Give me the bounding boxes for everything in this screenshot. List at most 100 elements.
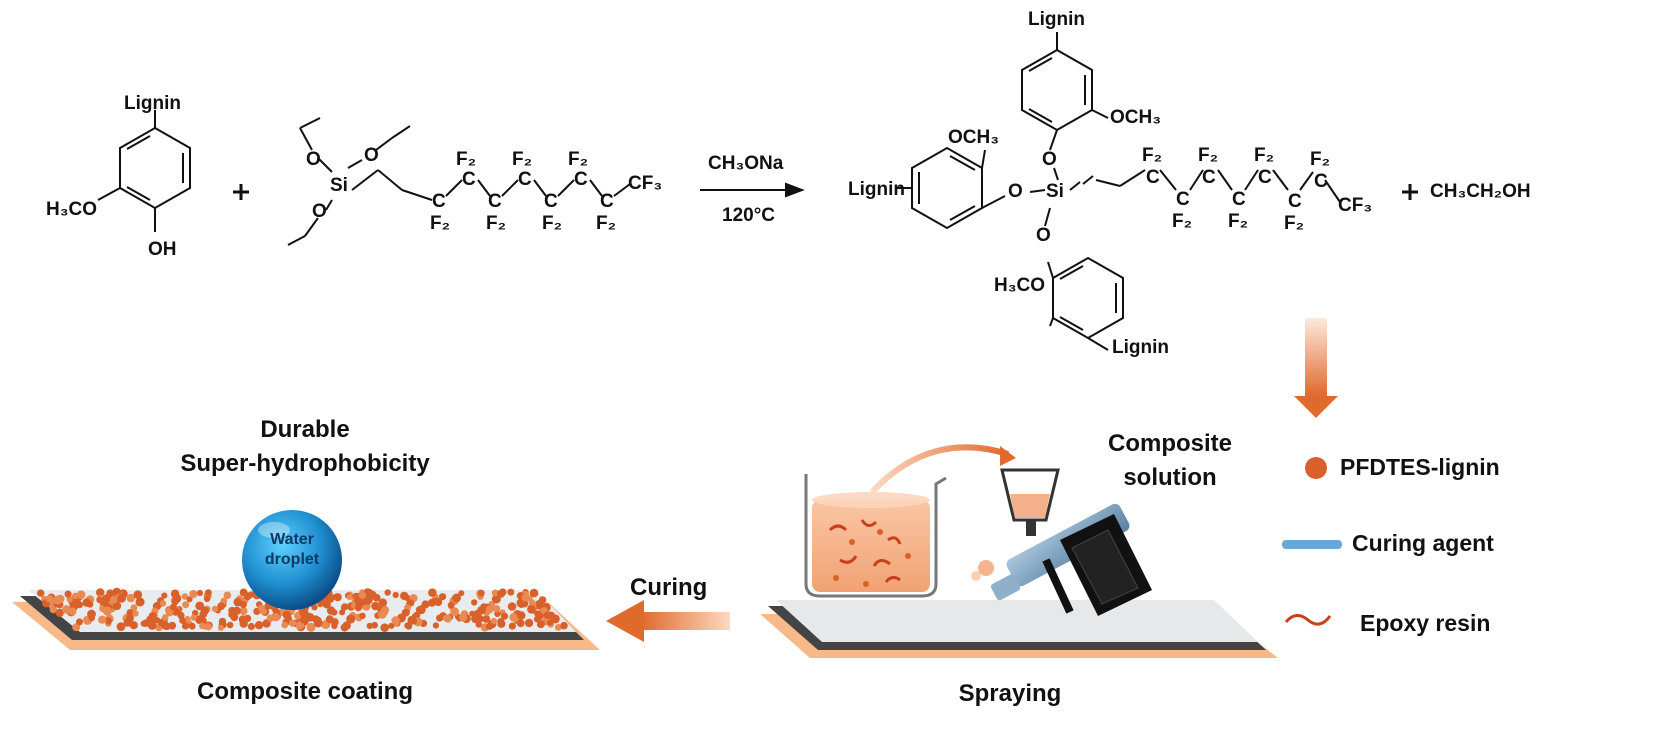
plus-sign-1 [233, 184, 249, 200]
silane-c-3: C [574, 169, 588, 190]
coating-particle [560, 621, 568, 630]
coating-particle [82, 598, 92, 607]
silane-f2-bot-3: F₂ [542, 213, 563, 234]
legend-icons [1282, 457, 1342, 626]
coating-particle [186, 596, 193, 603]
epoxy-resin-icon [1284, 614, 1332, 626]
coating-particle [536, 620, 545, 629]
coating-particle [521, 593, 530, 602]
curing-label: Curing [630, 574, 708, 601]
coating-particle [226, 621, 234, 629]
coating-particle [491, 589, 499, 597]
coating-particle [428, 588, 437, 597]
coating-particle [205, 589, 212, 597]
product-f2-top-3: F₂ [1254, 145, 1275, 166]
coating-particle [547, 619, 553, 626]
coating-particle [354, 603, 363, 612]
silane-f2-top-2: F₂ [512, 149, 533, 170]
spraying-plate [760, 600, 1278, 658]
coating-particle [473, 609, 482, 618]
beaker [804, 474, 947, 598]
product-c-2: C [1202, 167, 1216, 188]
coating-particle [45, 595, 54, 603]
product-lignin-bottom: Lignin [1112, 337, 1169, 358]
coating-particle [217, 602, 226, 611]
coating-particle [135, 597, 145, 607]
coating-particle [326, 606, 336, 615]
product-c-1: C [1146, 167, 1160, 188]
product-f2-top-2: F₂ [1198, 145, 1219, 166]
coating-particle [154, 617, 161, 624]
product-f2-bot-2: F₂ [1228, 211, 1249, 232]
silane-c-7: C [600, 191, 614, 212]
coating-particle [169, 603, 177, 611]
coating-particle [104, 617, 112, 625]
coating-particle [490, 617, 497, 625]
coating-particle [288, 619, 297, 627]
silane-c-2: C [518, 169, 532, 190]
coating-particle [254, 621, 264, 630]
coating-particle [55, 608, 64, 617]
coating-particle [400, 591, 409, 601]
coating-particle [203, 595, 211, 603]
spray-gun [971, 468, 1152, 616]
silane-o-3: O [312, 201, 327, 222]
pfdtes-lignin-icon [1305, 457, 1327, 479]
coating-particle [527, 605, 536, 614]
product-methoxy-top: OCH₃ [1110, 107, 1162, 128]
coating-particle [311, 604, 318, 611]
product-o-left: O [1008, 181, 1023, 202]
silane-f2-bot-4: F₂ [596, 213, 617, 234]
coating-particle [110, 595, 118, 604]
coating-particle [140, 620, 147, 627]
product-structure [895, 32, 1341, 351]
coating-particle [500, 612, 509, 620]
coating-particle [493, 605, 501, 613]
coating-particle [200, 606, 209, 615]
curing-agent-icon [1282, 540, 1342, 549]
coating-particle [68, 607, 77, 616]
coating-particle [358, 591, 367, 599]
coating-particle [129, 621, 138, 630]
coating-particle [223, 591, 232, 600]
reactant-methoxy-label: H₃CO [46, 199, 98, 220]
coating-particle [346, 614, 356, 624]
coating-particle [458, 590, 465, 597]
durable-label-line1: Durable [260, 416, 350, 443]
silane-o-2: O [364, 145, 379, 166]
down-arrow [1294, 318, 1338, 418]
silane-c-6: C [544, 191, 558, 212]
coating-particle [198, 616, 207, 626]
product-c-5: C [1176, 189, 1190, 210]
coating-particle [112, 601, 122, 611]
coating-particle [300, 616, 308, 624]
reaction-arrow [700, 182, 805, 198]
product-f2-bot-3: F₂ [1284, 213, 1305, 234]
coating-particle [76, 618, 83, 626]
coating-particle [189, 590, 198, 599]
coating-particle [182, 601, 190, 609]
coating-particle [247, 622, 255, 631]
coating-particle [459, 613, 468, 622]
coating-particle [96, 588, 105, 597]
coating-particle [517, 599, 526, 609]
coating-particle [436, 614, 444, 622]
coating-particle [161, 621, 170, 630]
silane-f2-bot-2: F₂ [486, 213, 507, 234]
durable-label-line2: Super-hydrophobicity [180, 450, 430, 477]
silane-c-1: C [462, 169, 476, 190]
coating-particle [230, 613, 239, 622]
coating-particle [452, 593, 461, 603]
coating-particle [439, 593, 447, 601]
coating-particle [305, 612, 313, 620]
coating-particle [126, 609, 135, 617]
coating-particle [232, 606, 241, 616]
reagent-label: CH₃ONa [708, 153, 784, 174]
coating-particle [168, 621, 177, 630]
composite-solution-line1: Composite [1107, 430, 1232, 457]
coating-particle [266, 614, 275, 622]
coating-particle [130, 604, 138, 611]
coating-particle [55, 594, 65, 604]
coating-particle [377, 610, 387, 619]
coating-particle [368, 590, 377, 599]
